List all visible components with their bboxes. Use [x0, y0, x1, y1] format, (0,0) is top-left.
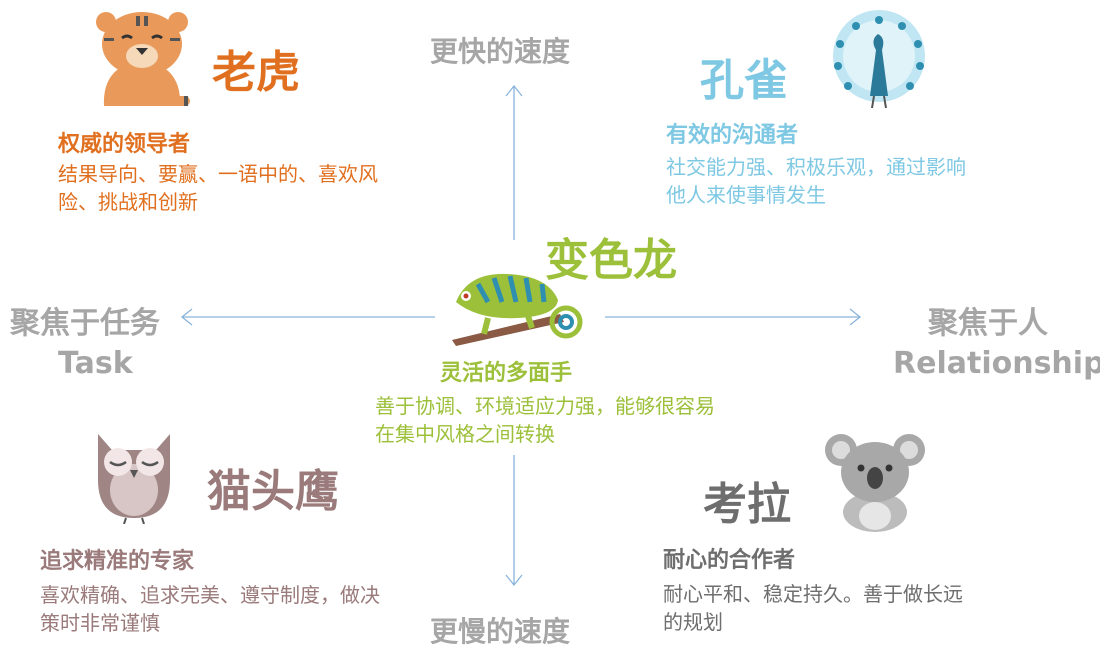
koala-role: 耐心的合作者: [663, 548, 796, 573]
tiger-icon: [92, 8, 192, 110]
owl-icon: [84, 420, 184, 525]
owl-role: 追求精准的专家: [40, 549, 195, 574]
tiger-desc: 结果导向、要赢、一语中的、喜欢风险、挑战和创新: [58, 162, 378, 214]
koala-icon: [825, 428, 925, 532]
axis-left-label: 聚焦于任务: [10, 306, 160, 341]
axis-right-en-label: Relationship: [893, 346, 1100, 381]
axis-right-label: 聚焦于人: [928, 306, 1048, 341]
tiger-name: 老虎: [212, 47, 300, 98]
tiger-role: 权威的领导者: [58, 132, 191, 157]
axis-bottom-label: 更慢的速度: [430, 615, 571, 648]
chameleon-role: 灵活的多面手: [440, 361, 573, 386]
axis-top-label: 更快的速度: [430, 35, 571, 68]
koala-desc: 耐心平和、稳定持久。善于做长远的规划: [663, 582, 963, 634]
peacock-icon: [826, 10, 932, 110]
chameleon-desc: 善于协调、环境适应力强，能够很容易在集中风格之间转换: [375, 394, 715, 446]
owl-desc: 喜欢精确、追求完美、遵守制度，做决策时非常谨慎: [40, 583, 380, 635]
axis-left-en-label: Task: [58, 346, 133, 381]
peacock-name: 孔雀: [700, 55, 788, 106]
owl-name: 猫头鹰: [207, 466, 339, 517]
chameleon-icon: [448, 262, 588, 346]
peacock-desc: 社交能力强、积极乐观，通过影响他人来使事情发生: [666, 155, 966, 207]
peacock-role: 有效的沟通者: [666, 123, 799, 148]
chameleon-name: 变色龙: [545, 235, 677, 286]
koala-name: 考拉: [703, 479, 791, 530]
